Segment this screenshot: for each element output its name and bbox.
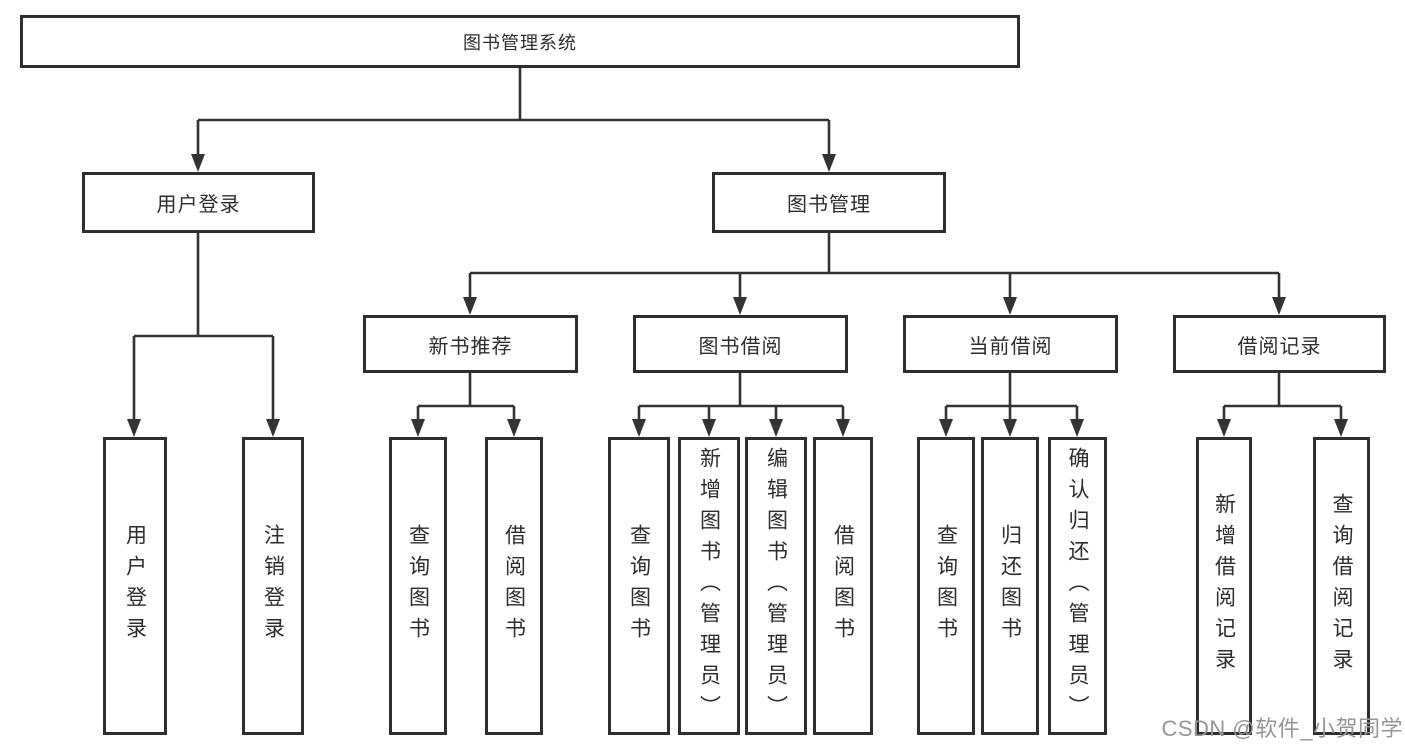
leaf-user-login: 用户登录 [103,437,167,735]
node-label: 用户登录 [156,194,241,216]
leaf-logout: 注销登录 [242,437,304,735]
node-current-borrow: 当前借阅 [903,315,1118,373]
node-book-borrow: 图书借阅 [633,315,848,373]
node-label: 借阅记录 [1237,335,1322,358]
node-label: 新书推荐 [428,335,513,358]
leaf-label: 归还图书 [998,524,1022,648]
leaf-label: 注销登录 [261,524,285,648]
node-library-management-system: 图书管理系统 [20,15,1020,68]
leaf-query-books: 查询图书 [608,437,670,735]
node-borrow-record: 借阅记录 [1173,315,1386,373]
node-label: 图书管理系统 [463,32,577,53]
node-book-management: 图书管理 [712,172,946,233]
leaf-label: 新增图书（管理员） [697,446,721,726]
leaf-label: 查询借阅记录 [1330,493,1353,679]
leaf-label: 借阅图书 [831,524,855,648]
leaf-add-books-admin: 新增图书（管理员） [678,437,740,735]
node-label: 当前借阅 [968,335,1053,358]
node-label: 图书借阅 [698,335,783,358]
leaf-query-books: 查询图书 [917,437,975,735]
node-new-book-recommend: 新书推荐 [363,315,578,373]
csdn-watermark: CSDN @软件_小贺同学 [1161,716,1403,741]
leaf-label: 查询图书 [406,524,430,648]
leaf-query-books: 查询图书 [389,437,447,735]
leaf-label: 确认归还（管理员） [1066,446,1089,726]
leaf-label: 借阅图书 [502,524,526,648]
node-user-login: 用户登录 [82,172,315,233]
leaf-confirm-return-admin: 确认归还（管理员） [1048,437,1107,735]
leaf-label: 查询图书 [934,524,958,648]
leaf-label: 编辑图书（管理员） [764,446,788,726]
leaf-label: 查询图书 [627,524,651,648]
leaf-edit-books-admin: 编辑图书（管理员） [745,437,807,735]
node-label: 图书管理 [787,194,871,216]
leaf-query-borrow-record: 查询借阅记录 [1313,437,1370,735]
leaf-borrow-books: 借阅图书 [813,437,873,735]
leaf-add-borrow-record: 新增借阅记录 [1196,437,1252,735]
leaf-label: 用户登录 [123,524,147,648]
leaf-return-books: 归还图书 [981,437,1039,735]
leaf-label: 新增借阅记录 [1212,493,1236,679]
leaf-borrow-books: 借阅图书 [485,437,543,735]
